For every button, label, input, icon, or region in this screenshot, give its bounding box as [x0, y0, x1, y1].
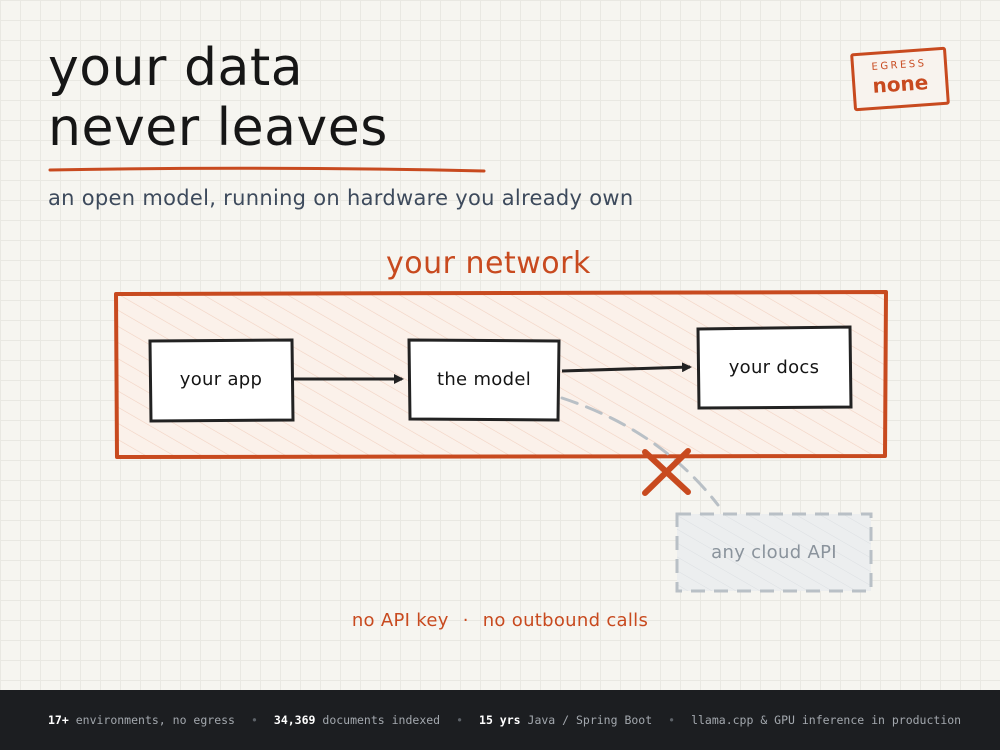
- title-underline: [48, 166, 486, 173]
- footer-separator: •: [668, 713, 676, 727]
- network-diagram: [48, 166, 888, 593]
- footer-separator: •: [250, 713, 258, 727]
- footer-item-strong: 15 yrs: [479, 713, 521, 727]
- footer-item: llama.cpp & GPU inference in production: [691, 713, 961, 727]
- node-model-box: [407, 338, 561, 422]
- node-docs-box: [696, 325, 853, 410]
- footer-item: 17+ environments, no egress: [48, 713, 235, 727]
- footer-item-strong: 34,369: [273, 713, 316, 727]
- footer-item: 34,369 documents indexed: [274, 713, 440, 727]
- footer-stats-bar: 17+ environments, no egress • 34,369 doc…: [0, 690, 1000, 750]
- footer-item-text: environments, no egress: [75, 713, 235, 727]
- footer-separator: •: [456, 713, 464, 727]
- note-separator: ·: [462, 610, 469, 631]
- network-label: your network: [386, 246, 591, 281]
- footer-item-text: Java / Spring Boot: [527, 713, 653, 727]
- node-app-label: your app: [179, 369, 263, 390]
- note-no-key: no API key: [351, 610, 449, 631]
- cloud-api-box: [675, 512, 873, 593]
- page-title: your data never leaves: [48, 38, 388, 158]
- title-line-2: never leaves: [48, 98, 388, 158]
- title-line-1: your data: [48, 38, 304, 98]
- node-app-box: [148, 338, 295, 423]
- arrow-model-to-docs: [561, 362, 692, 373]
- footer-item-text: documents indexed: [322, 713, 441, 727]
- footer-item-strong: 17+: [48, 713, 69, 727]
- footer-item: 15 yrs Java / Spring Boot: [479, 713, 652, 727]
- footer-item-text: llama.cpp & GPU inference in production: [691, 713, 962, 727]
- blocked-path: [560, 396, 720, 507]
- node-cloud-label: any cloud API: [711, 542, 837, 563]
- node-docs-label: your docs: [728, 357, 820, 378]
- privacy-note: no API key · no outbound calls: [0, 610, 1000, 631]
- node-model-label: the model: [436, 369, 531, 390]
- note-no-calls: no outbound calls: [482, 610, 649, 631]
- blocked-x-icon: [642, 448, 691, 496]
- subtitle: an open model, running on hardware you a…: [48, 186, 634, 210]
